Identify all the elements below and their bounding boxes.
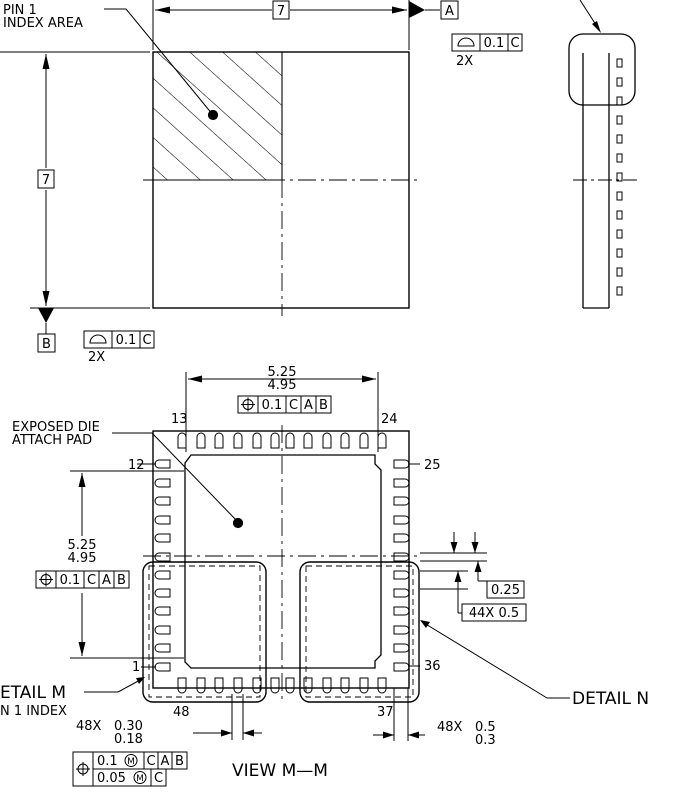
side-view	[568, 0, 637, 309]
exposed-pad-label-line2: ATTACH PAD	[12, 433, 92, 448]
exposed-die-pad	[184, 454, 382, 669]
height-dimension: 7	[42, 173, 50, 188]
lead-length-max: 0.5	[475, 720, 496, 735]
svg-text:A: A	[102, 573, 111, 588]
svg-text:C: C	[289, 398, 298, 413]
datum-b-triangle	[38, 308, 54, 323]
lead-width-max: 0.30	[114, 719, 143, 734]
datum-a-label: A	[445, 4, 454, 19]
lead-pitch: 44X 0.5	[469, 606, 519, 621]
lead-length-min: 0.3	[475, 733, 496, 748]
bottom-view: 5.25 4.95 0.1 C A B 5.25 4.95	[0, 365, 649, 787]
flatness-count-top: 2X	[456, 54, 473, 69]
pin-label-37: 37	[377, 705, 394, 720]
datum-b-label: B	[42, 337, 51, 352]
pad-height-min: 4.95	[68, 551, 97, 566]
lead-array	[154, 432, 410, 694]
view-label: VIEW M—M	[232, 761, 328, 781]
exposed-pad-label-line1: EXPOSED DIE	[12, 420, 100, 435]
lead-position-frame: 0.1 M C A B 0.05 M C	[72, 751, 188, 787]
pin1-label-line1: PIN 1	[3, 3, 37, 18]
detail-m-label: ETAIL M	[0, 683, 66, 703]
pad-height-max: 5.25	[68, 538, 97, 553]
pin-label-25: 25	[424, 458, 441, 473]
svg-text:B: B	[175, 754, 184, 769]
detail-m-sublabel: N 1 INDEX	[0, 704, 67, 719]
pad-width-min: 4.95	[268, 378, 297, 393]
pin-label-24: 24	[381, 412, 398, 427]
side-view-leads	[616, 58, 623, 296]
flatness-frame-top: 0.1 C 2X	[451, 33, 523, 69]
svg-text:C: C	[146, 754, 155, 769]
svg-text:C: C	[87, 573, 96, 588]
datum-a-triangle	[409, 1, 425, 18]
top-view: PIN 1 INDEX AREA 7 A 0.1 C 2X	[0, 0, 523, 365]
svg-text:A: A	[161, 754, 170, 769]
width-dimension: 7	[277, 4, 285, 19]
pin-label-13: 13	[171, 412, 188, 427]
svg-text:0.1: 0.1	[116, 333, 137, 348]
svg-text:M: M	[136, 774, 144, 784]
package-body-bottom	[152, 430, 410, 689]
svg-text:0.05: 0.05	[97, 771, 126, 786]
pin-label-36: 36	[424, 659, 441, 674]
flatness-frame-left: 0.1 C 2X	[83, 330, 155, 365]
svg-text:0.1: 0.1	[262, 398, 283, 413]
svg-text:0.1: 0.1	[60, 573, 81, 588]
detail-m-region	[142, 561, 267, 703]
flatness-count-left: 2X	[88, 350, 105, 365]
detail-n-label: DETAIL N	[572, 689, 649, 709]
svg-text:0.1: 0.1	[484, 36, 505, 51]
pin-label-48: 48	[173, 705, 190, 720]
position-frame-top: 0.1 C A B	[237, 395, 332, 414]
svg-text:C: C	[142, 333, 151, 348]
pin1-label-line2: INDEX AREA	[3, 16, 83, 31]
svg-text:B: B	[117, 573, 126, 588]
position-frame-left: 0.1 C A B	[35, 570, 130, 589]
svg-text:C: C	[510, 36, 519, 51]
pin-label-1: 1	[132, 660, 140, 675]
svg-text:C: C	[154, 771, 163, 786]
svg-text:0.1: 0.1	[97, 754, 118, 769]
exposed-pad-dot	[232, 517, 244, 529]
side-detail-circle	[568, 33, 636, 106]
lead-pitch-tolerance: 0.25	[491, 583, 520, 598]
svg-text:B: B	[319, 398, 328, 413]
svg-text:A: A	[304, 398, 313, 413]
lead-width-min: 0.18	[114, 732, 143, 747]
lead-width-prefix: 48X	[76, 719, 102, 734]
detail-n-region	[299, 561, 420, 703]
svg-text:M: M	[127, 757, 135, 767]
pad-width-max: 5.25	[268, 365, 297, 380]
lead-length-prefix: 48X	[437, 720, 463, 735]
pin-label-12: 12	[128, 458, 145, 473]
